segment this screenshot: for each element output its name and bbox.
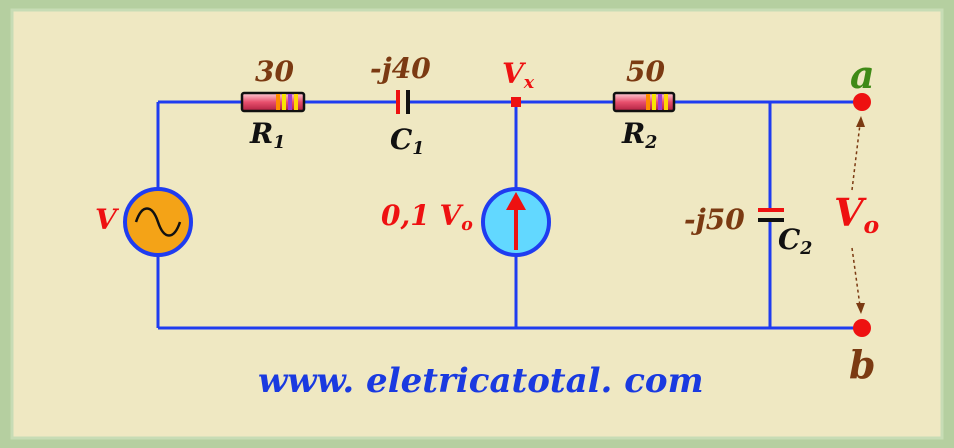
c1-value-label: -j40 <box>370 52 431 85</box>
resistor-r2 <box>612 91 676 113</box>
capacitor-c1 <box>396 90 410 114</box>
r1-subscript: 1 <box>273 133 286 154</box>
vx-subscript: x <box>523 73 535 94</box>
r2-value-label: 50 <box>626 55 665 88</box>
current-source-label: 0,1 Vo <box>381 199 473 234</box>
r1-value-label: 30 <box>255 55 294 88</box>
c2-value-label: -j50 <box>684 203 745 236</box>
r1-name: R <box>250 117 274 150</box>
voltage-source <box>123 187 193 257</box>
c2-name-label: C2 <box>778 223 812 258</box>
r2-name: R <box>622 117 646 150</box>
terminal-b-label: b <box>849 342 876 387</box>
vo-arrows <box>851 116 865 314</box>
current-source-subscript: o <box>461 215 473 236</box>
output-voltage-label: Vo <box>834 194 879 237</box>
wires <box>156 100 862 330</box>
r2-subscript: 2 <box>645 133 658 154</box>
vx-name: V <box>502 57 524 90</box>
current-source <box>481 187 551 257</box>
arrow-up-icon <box>506 192 526 210</box>
website-link[interactable]: www. eletricatotal. com <box>258 361 704 401</box>
terminal-a-label: a <box>850 52 875 97</box>
node-vx-dot <box>511 97 521 107</box>
current-source-text: 0,1 V <box>381 199 462 232</box>
vo-name: V <box>834 190 864 235</box>
terminal-a-dot <box>853 93 871 111</box>
r2-name-label: R2 <box>622 117 657 152</box>
node-vx-label: Vx <box>502 57 534 92</box>
c1-name-label: C1 <box>390 123 424 158</box>
sine-wave-icon <box>134 207 182 237</box>
c1-subscript: 1 <box>412 139 425 160</box>
terminal-b-dot <box>853 319 871 337</box>
c2-name: C <box>778 223 801 256</box>
voltage-source-label: V <box>95 203 117 236</box>
c2-subscript: 2 <box>800 239 813 260</box>
resistor-r1 <box>240 91 306 113</box>
capacitor-c2 <box>758 208 784 222</box>
vo-subscript: o <box>863 211 880 240</box>
r1-name-label: R1 <box>250 117 285 152</box>
c1-name: C <box>390 123 413 156</box>
